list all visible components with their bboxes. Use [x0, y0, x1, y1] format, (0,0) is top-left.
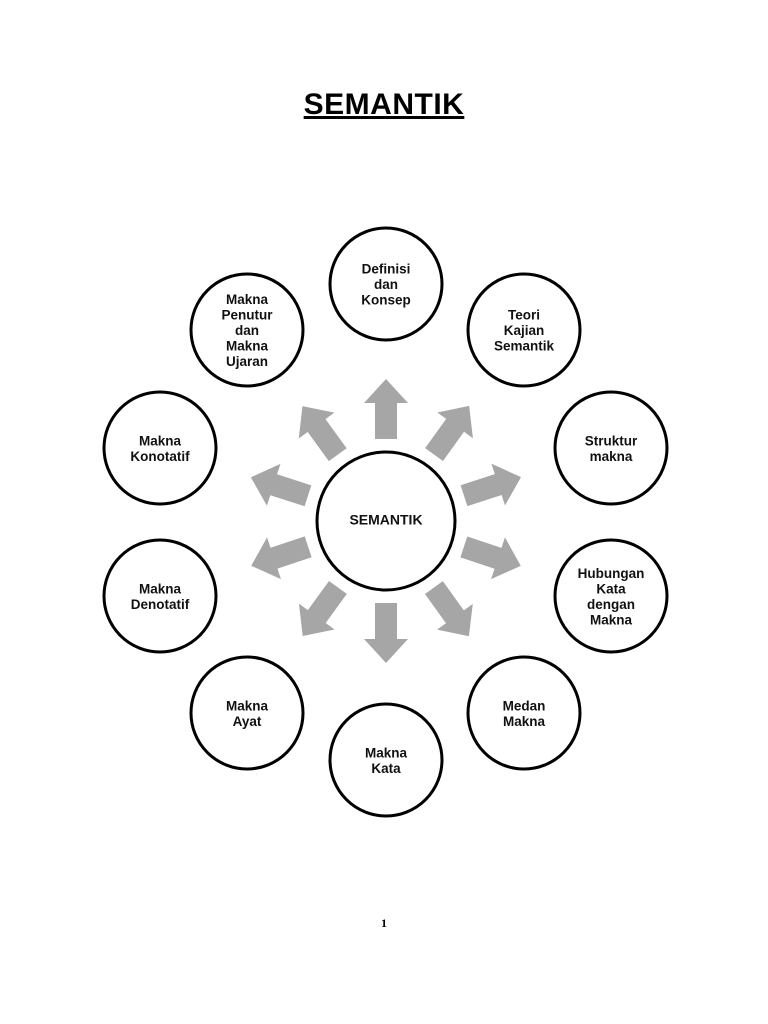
- node-label-line: Definisi: [362, 262, 411, 277]
- node-label-line: Kata: [371, 761, 401, 776]
- arrow-to-makna-ayat: [298, 580, 347, 637]
- arrow-to-teori-kajian-semantik: [425, 405, 473, 461]
- node-circle: [553, 390, 669, 506]
- node-label-line: Denotatif: [131, 597, 190, 612]
- node-label-line: dengan: [587, 597, 635, 612]
- node-circle: [102, 538, 218, 654]
- arrow-to-definisi-dan-konsep: [364, 379, 408, 439]
- node-circle: [328, 702, 444, 818]
- node-label-line: Penutur: [221, 308, 273, 323]
- page-title: SEMANTIK: [303, 88, 465, 121]
- node-label-line: Makna: [226, 698, 269, 713]
- node-circle: [553, 538, 669, 654]
- arrow-to-hubungan-kata-dengan-makna: [460, 536, 521, 580]
- node-label-line: Kata: [596, 581, 626, 596]
- node-label-line: Makna: [226, 339, 269, 354]
- arrow-to-medan-makna: [424, 581, 473, 637]
- node-label-line: Medan: [503, 698, 546, 713]
- node-label-line: Teori: [508, 308, 540, 323]
- node-label-line: Konotatif: [130, 449, 190, 464]
- node-circle: [102, 390, 218, 506]
- node-label-line: Ujaran: [226, 354, 268, 369]
- node-label-line: makna: [590, 449, 633, 464]
- node-label-line: Makna: [590, 612, 633, 627]
- node-label-line: dan: [235, 323, 259, 338]
- node-label-line: Kajian: [504, 323, 545, 338]
- page-number: 1: [381, 916, 387, 930]
- node-label-line: Makna: [139, 581, 182, 596]
- node-circle: [328, 226, 444, 342]
- node-label-line: Makna: [503, 714, 546, 729]
- arrows-layer: [250, 379, 522, 663]
- node-circle: [189, 655, 305, 771]
- node-circle: [466, 655, 582, 771]
- arrow-to-makna-kata: [364, 603, 408, 663]
- arrow-to-struktur-makna: [460, 463, 522, 507]
- node-label-line: dan: [374, 277, 398, 292]
- arrow-to-makna-konotatif: [250, 463, 312, 507]
- center-label: SEMANTIK: [349, 512, 422, 528]
- arrow-to-makna-penutur-dan-makna-ujaran: [298, 406, 347, 462]
- node-label-line: Konsep: [361, 293, 411, 308]
- node-label-line: Makna: [139, 433, 182, 448]
- node-label-line: Hubungan: [578, 566, 645, 581]
- node-label-line: Semantik: [494, 339, 555, 354]
- center-circle: [315, 450, 457, 592]
- node-label-line: Makna: [226, 292, 269, 307]
- node-label-line: Struktur: [585, 433, 638, 448]
- node-circle: [466, 272, 582, 388]
- center-node: SEMANTIK: [315, 450, 457, 592]
- node-circle: [189, 272, 305, 388]
- node-label-line: Ayat: [233, 714, 262, 729]
- arrow-to-makna-denotatif: [251, 536, 312, 580]
- node-label-line: Makna: [365, 745, 408, 760]
